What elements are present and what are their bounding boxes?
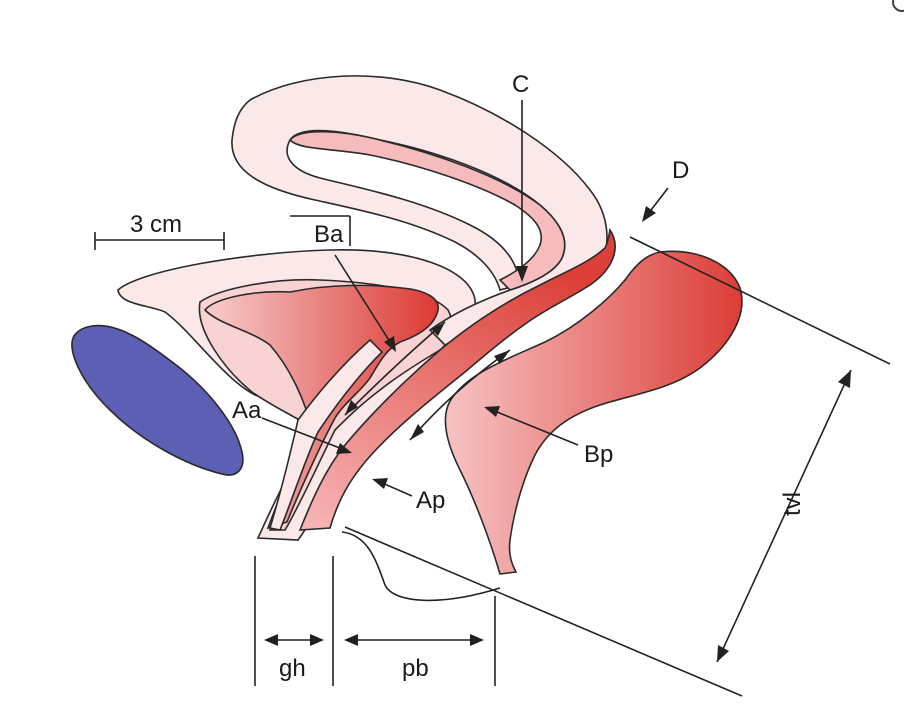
tvl-bottom-line (344, 526, 743, 697)
label-ap: Ap (416, 487, 445, 514)
posterior-wall-arrows (409, 349, 511, 441)
label-c: C (512, 71, 529, 98)
perineal-body-outline (341, 531, 501, 602)
uterus-cavity (288, 130, 566, 291)
d-arrow (642, 187, 669, 222)
label-d: D (672, 157, 689, 184)
label-bp: Bp (584, 441, 613, 468)
aa-arrow (261, 417, 352, 454)
gh-arrow (264, 634, 324, 646)
scale-bar (94, 232, 225, 250)
tvl-arrow (716, 369, 852, 663)
urethra (268, 338, 384, 531)
label-gh: gh (279, 655, 306, 682)
rectum (444, 250, 743, 575)
vagina-anterior-wall (298, 227, 616, 531)
c-arrow (516, 100, 528, 282)
anterior-wall-arrows (344, 321, 446, 416)
label-pb: pb (402, 655, 429, 682)
label-tvl: tvl (779, 492, 806, 516)
corner-ring-icon (892, 0, 904, 12)
pubic-bone-shape (71, 324, 244, 476)
label-ba: Ba (314, 221, 344, 248)
pb-arrow (344, 634, 484, 646)
ba-arrow (290, 215, 396, 352)
ap-arrow (372, 478, 413, 497)
label-aa: Aa (232, 397, 262, 424)
scale-label: 3 cm (130, 211, 182, 238)
tvl-top-line (629, 236, 891, 365)
bp-arrow (484, 406, 579, 446)
